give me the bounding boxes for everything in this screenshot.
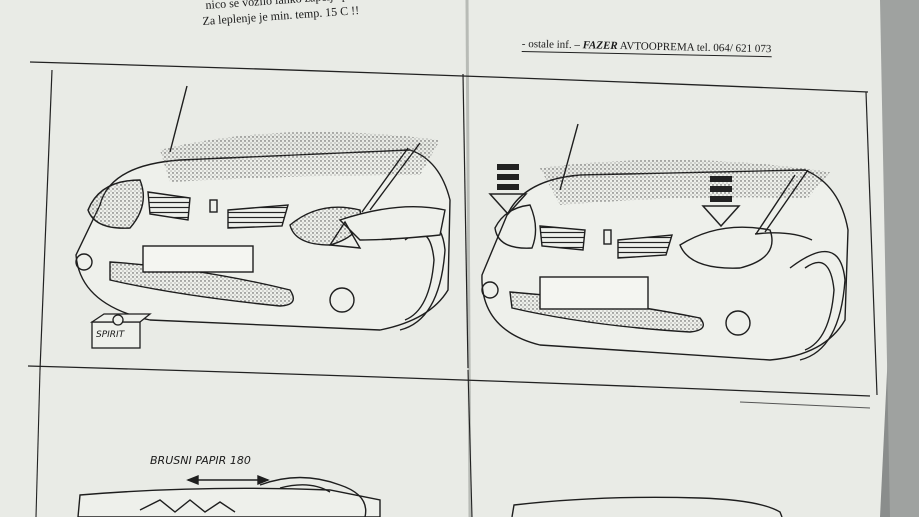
paper-shadow — [880, 0, 919, 517]
contact-prefix: - ostale inf. – — [521, 38, 581, 52]
frame-lower-mid — [467, 369, 473, 517]
contact-company: FAZER — [582, 39, 618, 53]
frame-lower-right-rule — [739, 401, 871, 409]
contact-rest: AVTOOPREMA tel. 064/ 621 073 — [619, 40, 772, 56]
sanding-sketch — [77, 474, 381, 517]
frame-top — [29, 61, 869, 93]
spirit-label: SPIRIT — [96, 330, 125, 340]
brusni-papir-label: BRUSNI PAPIR 180 — [150, 454, 251, 467]
frame-mid — [462, 73, 469, 369]
spirit-bottle — [89, 313, 152, 349]
frame-right — [865, 91, 878, 396]
arrow-right — [701, 176, 741, 228]
bottom-right-sketch — [511, 496, 783, 517]
frame-left — [39, 69, 53, 371]
hood-spray — [160, 132, 440, 182]
hood-spray-right — [540, 159, 830, 205]
frame-bottom — [27, 365, 871, 397]
arrow-left — [488, 164, 528, 216]
car-right — [481, 123, 849, 361]
car-left — [75, 85, 451, 331]
frame-lower-left — [35, 369, 41, 517]
